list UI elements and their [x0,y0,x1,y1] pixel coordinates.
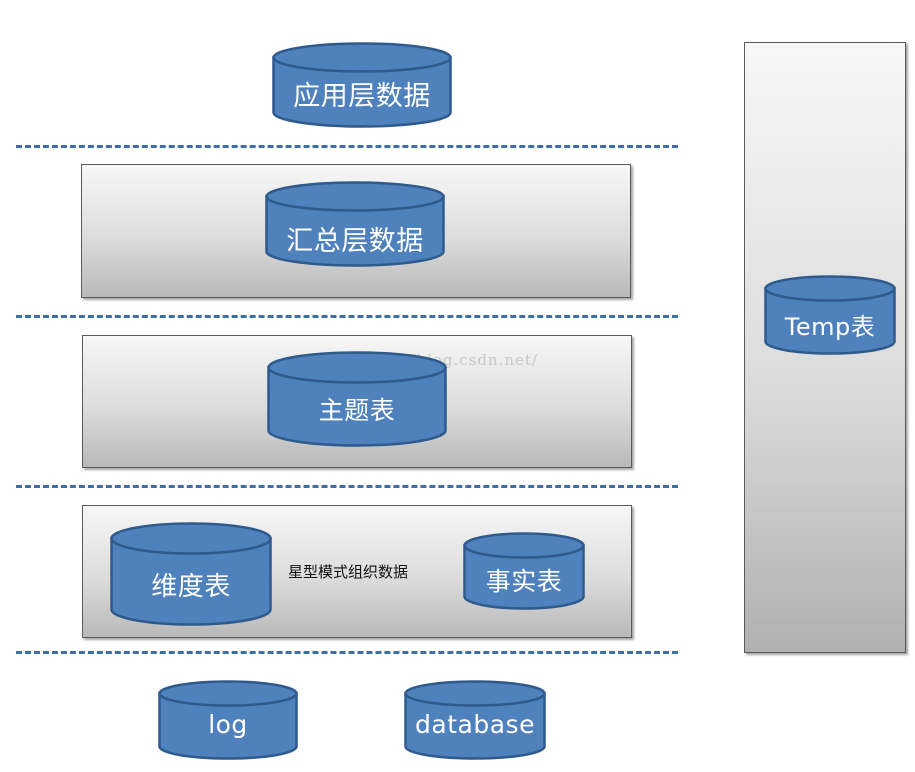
cylinder-shape [272,42,452,128]
summary-data-label: 汇总层数据 [286,226,424,257]
layer-divider-3 [16,485,678,488]
database-source-cylinder: database [404,680,546,760]
cylinder-shape [110,522,272,626]
cylinder-shape [267,351,447,447]
application-data-cylinder: 应用层数据 [272,42,452,128]
fact-table-cylinder: 事实表 [463,532,585,610]
cylinder-shape [764,275,896,355]
subject-table-cylinder: 主题表 [267,351,447,447]
cylinder-shape [265,181,445,267]
cylinder-shape [158,680,298,760]
database-source-label: database [415,710,535,739]
summary-data-cylinder: 汇总层数据 [265,181,445,267]
dimension-table-cylinder: 维度表 [110,522,272,626]
layer-divider-1 [16,145,678,148]
layer-divider-2 [16,315,678,318]
dimension-table-label: 维度表 [151,572,231,602]
fact-table-label: 事实表 [485,567,563,596]
subject-table-label: 主题表 [318,396,396,425]
cylinder-shape [404,680,546,760]
layer-divider-4 [16,651,678,654]
log-source-cylinder: log [158,680,298,760]
cylinder-shape [463,532,585,610]
log-source-label: log [208,710,248,739]
application-data-label: 应用层数据 [293,81,431,112]
star-schema-note: 星型模式组织数据 [288,563,409,581]
temp-table-cylinder: Temp表 [764,275,896,355]
temp-table-label: Temp表 [784,313,876,341]
